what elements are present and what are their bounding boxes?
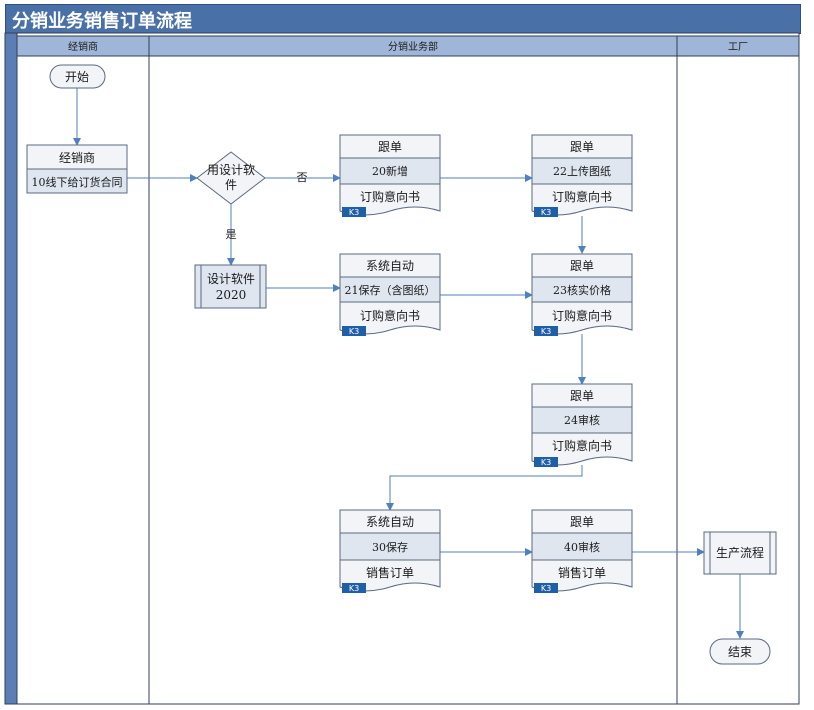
doc-node-20: 跟单 20新增 订购意向书 K3 (339, 134, 441, 217)
design-software-box: 设计软件 2020 (194, 264, 267, 309)
end-node: 结束 (709, 638, 771, 665)
doc-30-header: 系统自动 (366, 515, 414, 529)
connectors (73, 88, 744, 639)
doc-20-body: 20新增 (372, 164, 408, 178)
doc-40-tag: K3 (541, 584, 551, 593)
arrow-24-to-30 (386, 465, 583, 511)
doc-40-header: 跟单 (570, 515, 594, 529)
start-label: 开始 (65, 70, 89, 84)
doc-21-tag: K3 (349, 327, 359, 336)
doc-node-30: 系统自动 30保存 销售订单 K3 (339, 509, 441, 593)
lane-header-distribution: 分销业务部 (388, 40, 438, 53)
k3-tag (342, 326, 366, 336)
doc-21-body: 21保存（含图纸） (345, 283, 436, 297)
doc-24-body: 24审核 (564, 413, 600, 427)
left-edge-strip (4, 32, 18, 705)
edge-label-no: 否 (297, 171, 308, 184)
doc-40-footer: 销售订单 (558, 565, 606, 580)
start-node: 开始 (49, 64, 106, 89)
doc-node-40: 跟单 40审核 销售订单 K3 (531, 509, 633, 593)
k3-tag (342, 207, 366, 217)
page-title: 分销业务销售订单流程 (12, 11, 192, 32)
k3-tag (534, 457, 558, 467)
doc-23-footer: 订购意向书 (552, 308, 612, 323)
doc-22-body: 22上传图纸 (553, 165, 611, 178)
k3-tag (534, 207, 558, 217)
doc-23-tag: K3 (541, 327, 551, 336)
doc-23-header: 跟单 (570, 259, 594, 273)
swimlane-frame: 经销商 分销业务部 工厂 (4, 32, 800, 705)
doc-node-22: 跟单 22上传图纸 订购意向书 K3 (531, 134, 633, 217)
doc-node-23: 跟单 23核实价格 订购意向书 K3 (531, 253, 633, 336)
doc-21-footer: 订购意向书 (360, 308, 420, 323)
lane-header-row (16, 35, 800, 57)
k3-tag (534, 583, 558, 593)
lane-header-dealer: 经销商 (68, 40, 98, 53)
doc-20-header: 跟单 (378, 140, 402, 154)
doc-24-tag: K3 (541, 458, 551, 467)
dealer-box: 经销商 10线下给订货合同 (26, 144, 128, 194)
dealer-box-body: 10线下给订货合同 (32, 175, 123, 189)
k3-tag (534, 326, 558, 336)
doc-24-footer: 订购意向书 (552, 438, 612, 453)
doc-30-footer: 销售订单 (366, 565, 414, 580)
doc-23-body: 23核实价格 (553, 283, 611, 297)
doc-20-footer: 订购意向书 (360, 189, 420, 204)
k3-tag (342, 583, 366, 593)
decision-line-1: 用设计软 (207, 163, 255, 177)
doc-20-tag: K3 (349, 208, 359, 217)
doc-21-header: 系统自动 (366, 259, 414, 273)
doc-22-footer: 订购意向书 (552, 189, 612, 204)
lane-header-factory: 工厂 (728, 42, 748, 53)
end-label: 结束 (728, 645, 752, 659)
decision-diamond: 用设计软 件 (196, 151, 266, 205)
doc-22-header: 跟单 (570, 140, 594, 154)
doc-24-header: 跟单 (570, 389, 594, 403)
decision-line-2: 件 (225, 178, 237, 192)
doc-30-body: 30保存 (372, 540, 408, 554)
doc-22-tag: K3 (541, 208, 551, 217)
doc-30-tag: K3 (349, 584, 359, 593)
dealer-box-header: 经销商 (59, 150, 95, 165)
title-bar: 分销业务销售订单流程 (5, 4, 801, 34)
doc-node-21: 系统自动 21保存（含图纸） 订购意向书 K3 (339, 253, 441, 336)
production-box: 生产流程 (703, 531, 777, 575)
doc-node-24: 跟单 24审核 订购意向书 K3 (531, 383, 633, 467)
design-software-line-2: 2020 (216, 288, 247, 302)
edge-label-yes: 是 (226, 228, 237, 241)
design-software-line-1: 设计软件 (207, 272, 255, 286)
production-label: 生产流程 (716, 545, 764, 560)
doc-40-body: 40审核 (564, 540, 600, 554)
